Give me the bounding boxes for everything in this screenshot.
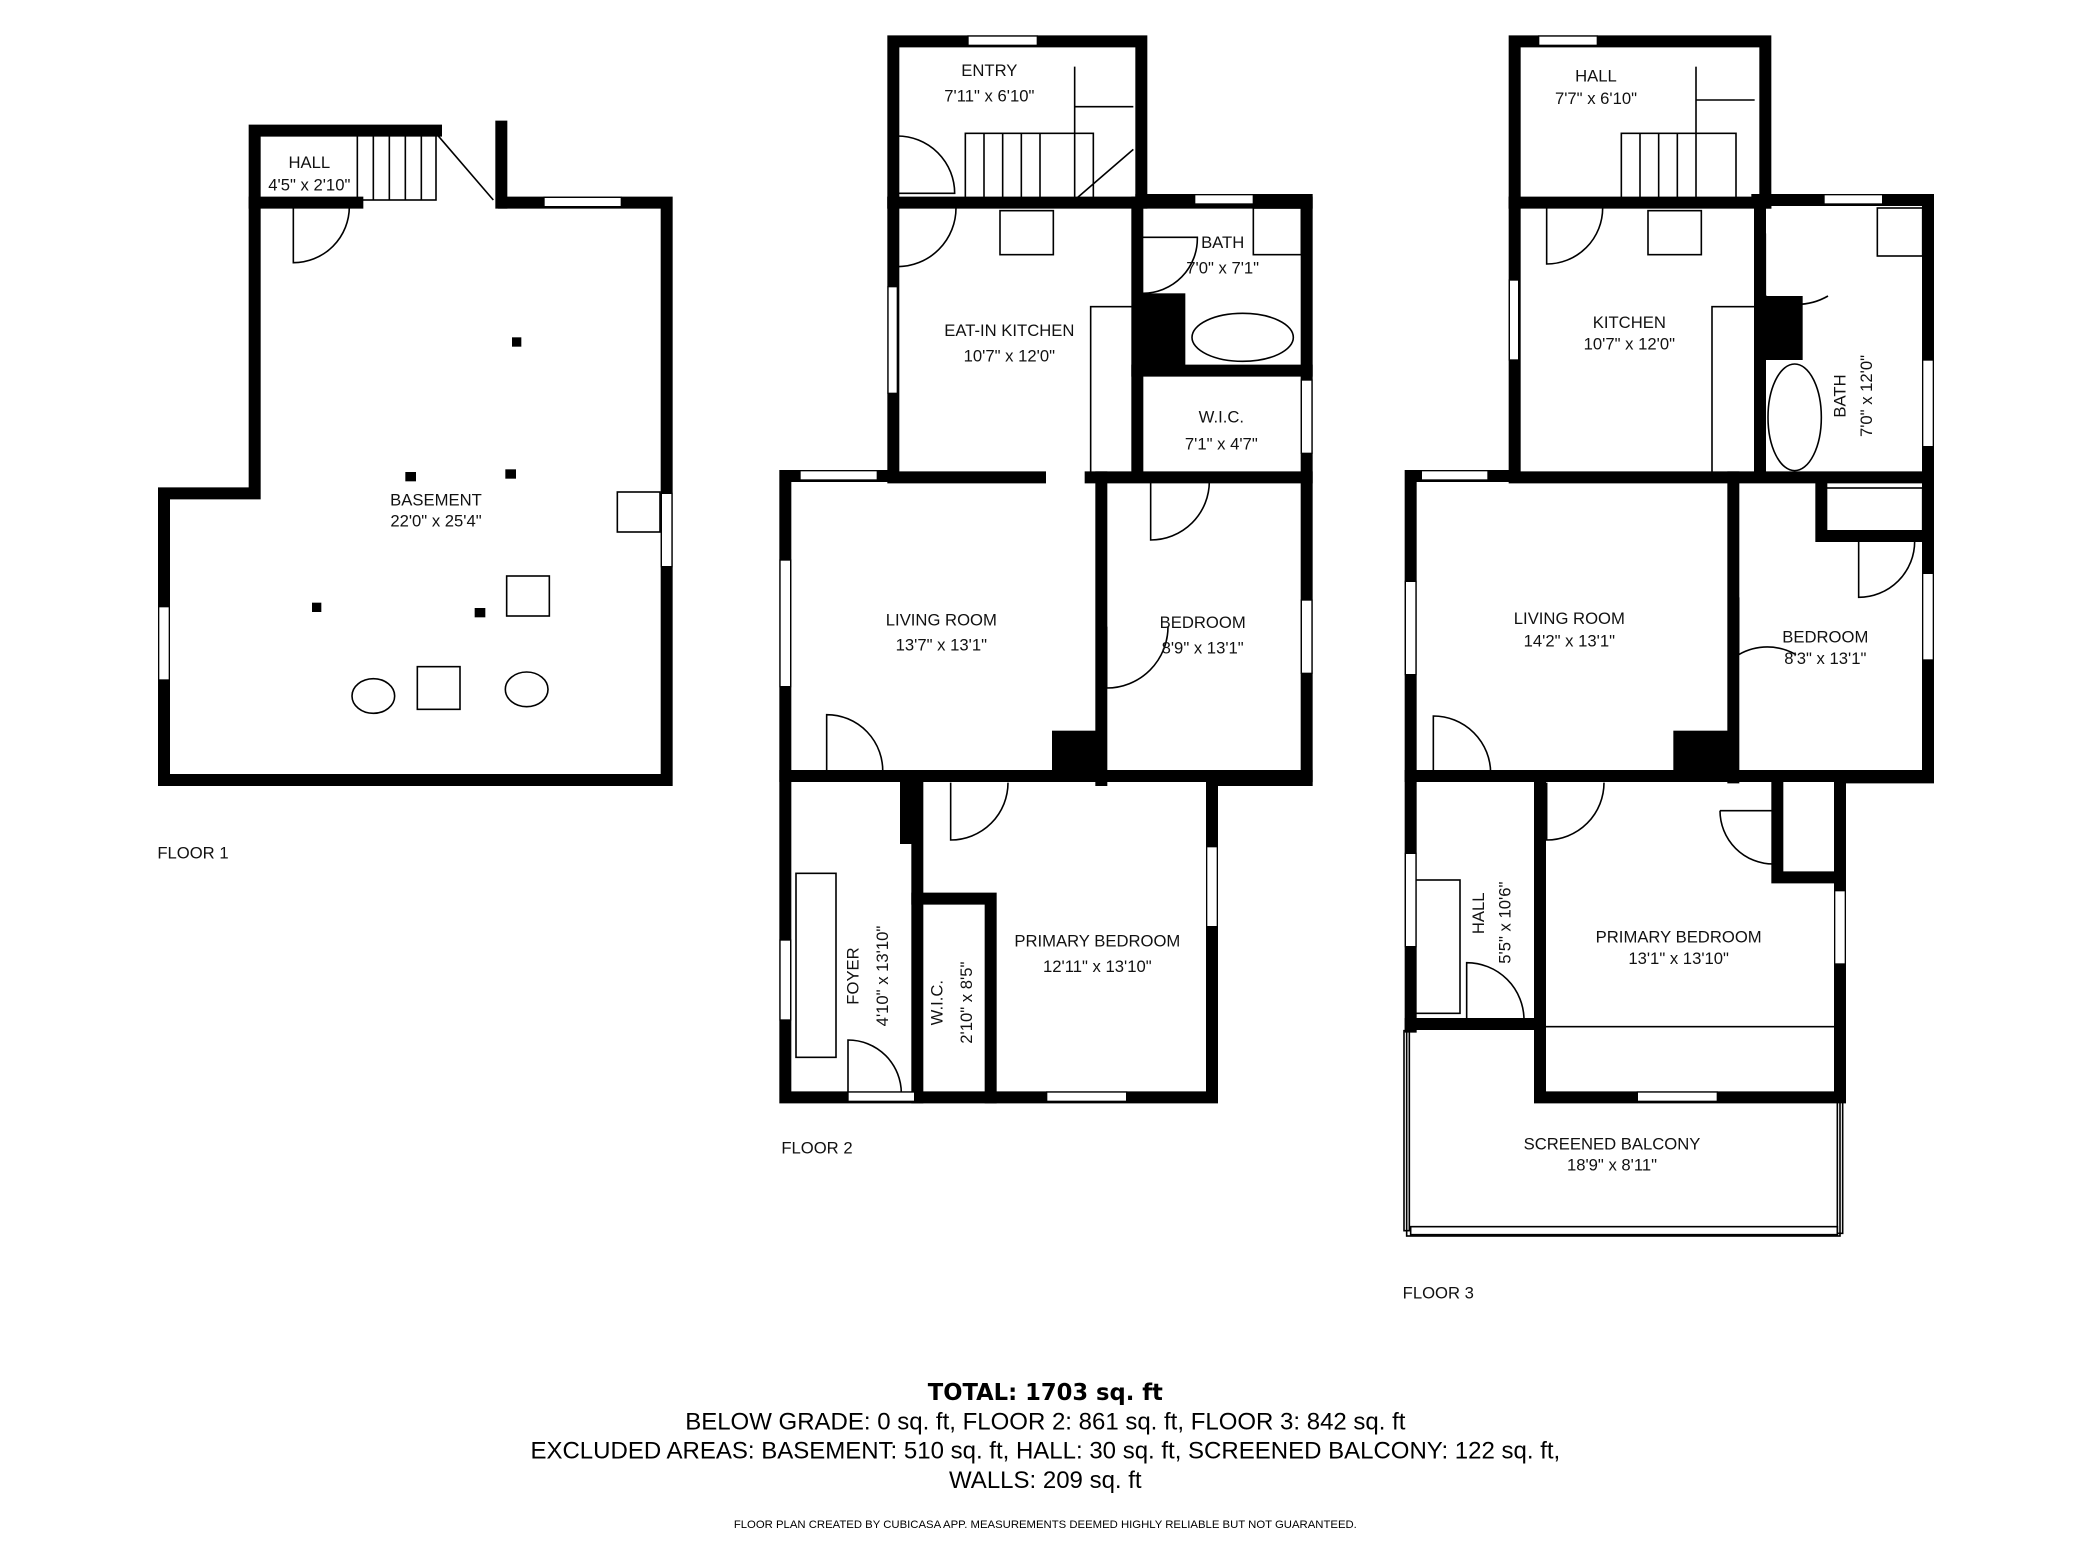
room-name: FOYER <box>844 947 863 1004</box>
door <box>1545 207 1604 265</box>
room-name: SCREENED BALCONY <box>1524 1134 1701 1153</box>
appliance <box>505 575 551 617</box>
door <box>897 135 956 195</box>
room-dims: 10'7" x 12'0" <box>964 346 1055 365</box>
room-name: PRIMARY BEDROOM <box>1014 932 1180 951</box>
room-name: W.I.C. <box>1199 408 1244 427</box>
water-heater-icon <box>351 677 396 715</box>
door <box>1465 961 1525 1021</box>
door <box>949 782 1009 841</box>
room-dims: 7'11" x 6'10" <box>944 86 1034 105</box>
room-name: BEDROOM <box>1160 613 1246 632</box>
room-dims: 5'5" x 10'6" <box>1496 882 1515 964</box>
room-dims: 8'9" x 13'1" <box>1162 638 1244 657</box>
floor-label: FLOOR 2 <box>781 1138 852 1157</box>
bathtub-icon <box>1191 312 1295 363</box>
window <box>158 605 170 681</box>
door <box>292 206 351 264</box>
room-name: LIVING ROOM <box>1514 609 1625 628</box>
sink-icon <box>1876 207 1924 257</box>
room-dims: 18'9" x 8'11" <box>1567 1156 1657 1175</box>
stairs <box>356 132 494 201</box>
room-dims: 8'3" x 13'1" <box>1784 649 1866 668</box>
room-name: HALL <box>288 153 330 172</box>
room-dims: 13'7" x 13'1" <box>896 636 987 655</box>
door <box>1737 597 1797 657</box>
door <box>1857 541 1916 599</box>
floor-label: FLOOR 1 <box>157 844 228 863</box>
room-name: BASEMENT <box>390 490 482 509</box>
door <box>1142 236 1199 295</box>
door <box>1719 809 1775 865</box>
room-dims: 2'10" x 8'5" <box>957 962 976 1044</box>
room-dims: 14'2" x 13'1" <box>1524 632 1615 651</box>
room-name: HALL <box>1575 66 1617 85</box>
door <box>1432 715 1492 774</box>
room-name: EAT-IN KITCHEN <box>944 321 1074 340</box>
floor-label: FLOOR 3 <box>1403 1284 1474 1303</box>
room-name: ENTRY <box>961 61 1017 80</box>
room-dims: 7'7" x 6'10" <box>1555 89 1637 108</box>
door <box>896 207 957 268</box>
wall-chase <box>1052 730 1100 779</box>
door <box>1764 233 1829 306</box>
columns <box>312 337 522 618</box>
door <box>847 1039 903 1094</box>
wall-chase <box>1762 296 1803 360</box>
window <box>543 196 622 208</box>
door <box>1149 481 1211 541</box>
wall-chase <box>1673 730 1732 779</box>
sink-icon <box>616 491 661 533</box>
appliance <box>416 665 461 711</box>
window <box>660 492 673 568</box>
wall-chase <box>1140 293 1186 367</box>
room-name: HALL <box>1469 892 1488 934</box>
room-name: KITCHEN <box>1593 313 1666 332</box>
counter <box>1711 305 1759 476</box>
door <box>1545 782 1605 841</box>
total-area: TOTAL: 1703 sq. ft <box>928 1380 1163 1406</box>
area-summary: TOTAL: 1703 sq. ft BELOW GRADE: 0 sq. ft… <box>530 1380 1560 1531</box>
room-name: W.I.C. <box>928 980 947 1025</box>
summary-line: BELOW GRADE: 0 sq. ft, FLOOR 2: 861 sq. … <box>685 1408 1406 1435</box>
floor-2: ENTRY 7'11" x 6'10" EAT-IN KITCHEN 10'7"… <box>779 35 1313 1157</box>
floor-2-walls <box>779 35 1313 1104</box>
closet-shelf <box>1823 487 1924 535</box>
room-dims: 7'0" x 7'1" <box>1186 258 1259 277</box>
floor-1: HALL 4'5" x 2'10" BASEMENT 22'0" x 25'4"… <box>157 120 673 863</box>
basement-walls <box>158 124 673 786</box>
balcony-screen <box>1403 1025 1844 1237</box>
floor-3: HALL 7'7" x 6'10" KITCHEN 10'7" x 12'0" … <box>1403 35 1934 1303</box>
room-dims: 22'0" x 25'4" <box>390 512 481 531</box>
stairs <box>795 66 1134 1059</box>
bathtub-icon <box>1767 363 1823 472</box>
door <box>1105 626 1169 689</box>
stove-icon <box>1647 209 1703 256</box>
door <box>825 713 884 774</box>
room-dims: 13'1" x 13'10" <box>1628 949 1729 968</box>
room-name: BATH <box>1201 233 1244 252</box>
water-heater-icon <box>504 671 549 708</box>
disclaimer: FLOOR PLAN CREATED BY CUBICASA APP. MEAS… <box>734 1519 1357 1531</box>
room-name: BATH <box>1830 374 1849 417</box>
sink-icon <box>1252 207 1303 256</box>
summary-line: WALLS: 209 sq. ft <box>949 1467 1142 1494</box>
room-dims: 4'10" x 13'10" <box>873 926 892 1027</box>
room-name: PRIMARY BEDROOM <box>1596 928 1762 947</box>
stove-icon <box>999 209 1055 256</box>
room-name: BEDROOM <box>1782 628 1868 647</box>
room-dims: 7'0" x 12'0" <box>1857 355 1876 437</box>
room-dims: 4'5" x 2'10" <box>268 176 350 195</box>
wall-chase <box>900 780 916 844</box>
room-dims: 7'1" x 4'7" <box>1185 434 1258 453</box>
room-name: LIVING ROOM <box>886 610 997 629</box>
room-dims: 10'7" x 12'0" <box>1584 334 1675 353</box>
summary-line: EXCLUDED AREAS: BASEMENT: 510 sq. ft, HA… <box>530 1438 1560 1465</box>
room-dims: 12'11" x 13'10" <box>1043 957 1152 976</box>
counter <box>1089 305 1136 476</box>
